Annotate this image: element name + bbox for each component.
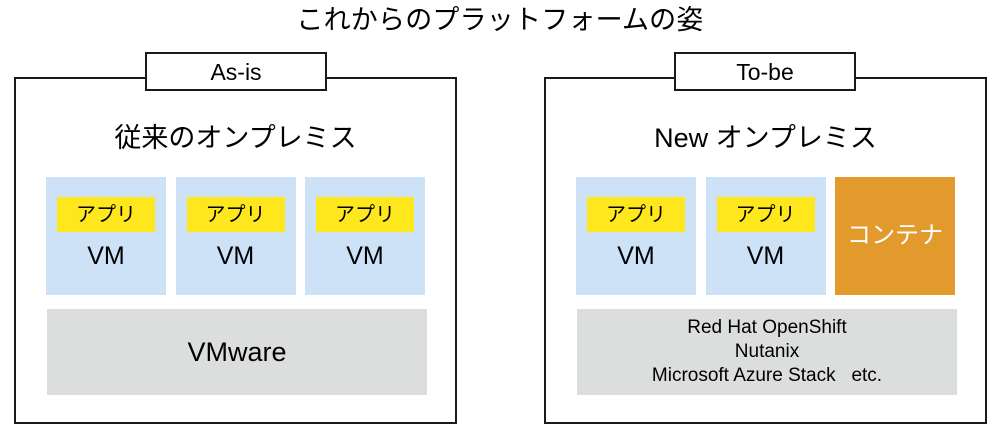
- vm-box: アプリ VM: [305, 177, 425, 295]
- vm-label: VM: [216, 242, 255, 270]
- container-box: コンテナ: [835, 177, 955, 295]
- page-title: これからのプラットフォームの姿: [296, 5, 704, 35]
- app-chip: アプリ: [716, 197, 815, 232]
- panel-heading-as-is: 従来のオンプレミス: [114, 123, 357, 153]
- workload-row-to-be: アプリ VM アプリ VM コンテナ: [576, 177, 955, 295]
- vm-label: VM: [87, 242, 125, 270]
- panel-as-is: 従来のオンプレミス アプリ VM アプリ VM アプリ VM VMware: [14, 77, 457, 424]
- panel-tab-as-is: As-is: [145, 52, 327, 91]
- platform-line: Red Hat OpenShift: [687, 317, 847, 338]
- platform-line: VMware: [187, 337, 287, 367]
- platform-line: Nutanix: [734, 341, 800, 362]
- vm-label: VM: [617, 242, 655, 270]
- panel-heading-to-be: New オンプレミス: [654, 123, 877, 153]
- app-chip: アプリ: [316, 197, 414, 232]
- vm-box: アプリ VM: [175, 177, 296, 295]
- container-label: コンテナ: [847, 222, 943, 249]
- app-chip: アプリ: [57, 197, 155, 232]
- vm-box: アプリ VM: [576, 177, 696, 295]
- platform-bar-as-is: VMware: [47, 309, 427, 395]
- panel-tab-label: As-is: [210, 58, 262, 85]
- panel-tab-label: To-be: [736, 58, 794, 85]
- vm-box: アプリ VM: [46, 177, 166, 295]
- platform-line: Microsoft Azure Stack etc.: [651, 365, 883, 386]
- workload-row-as-is: アプリ VM アプリ VM アプリ VM: [46, 177, 425, 295]
- panel-tab-to-be: To-be: [674, 52, 856, 91]
- vm-label: VM: [346, 242, 384, 270]
- platform-bar-to-be: Red Hat OpenShift Nutanix Microsoft Azur…: [577, 309, 957, 395]
- panel-to-be: New オンプレミス アプリ VM アプリ VM コンテナ Red Hat Op…: [544, 77, 987, 424]
- vm-box: アプリ VM: [705, 177, 826, 295]
- vm-label: VM: [746, 242, 785, 270]
- app-chip: アプリ: [186, 197, 285, 232]
- app-chip: アプリ: [587, 197, 685, 232]
